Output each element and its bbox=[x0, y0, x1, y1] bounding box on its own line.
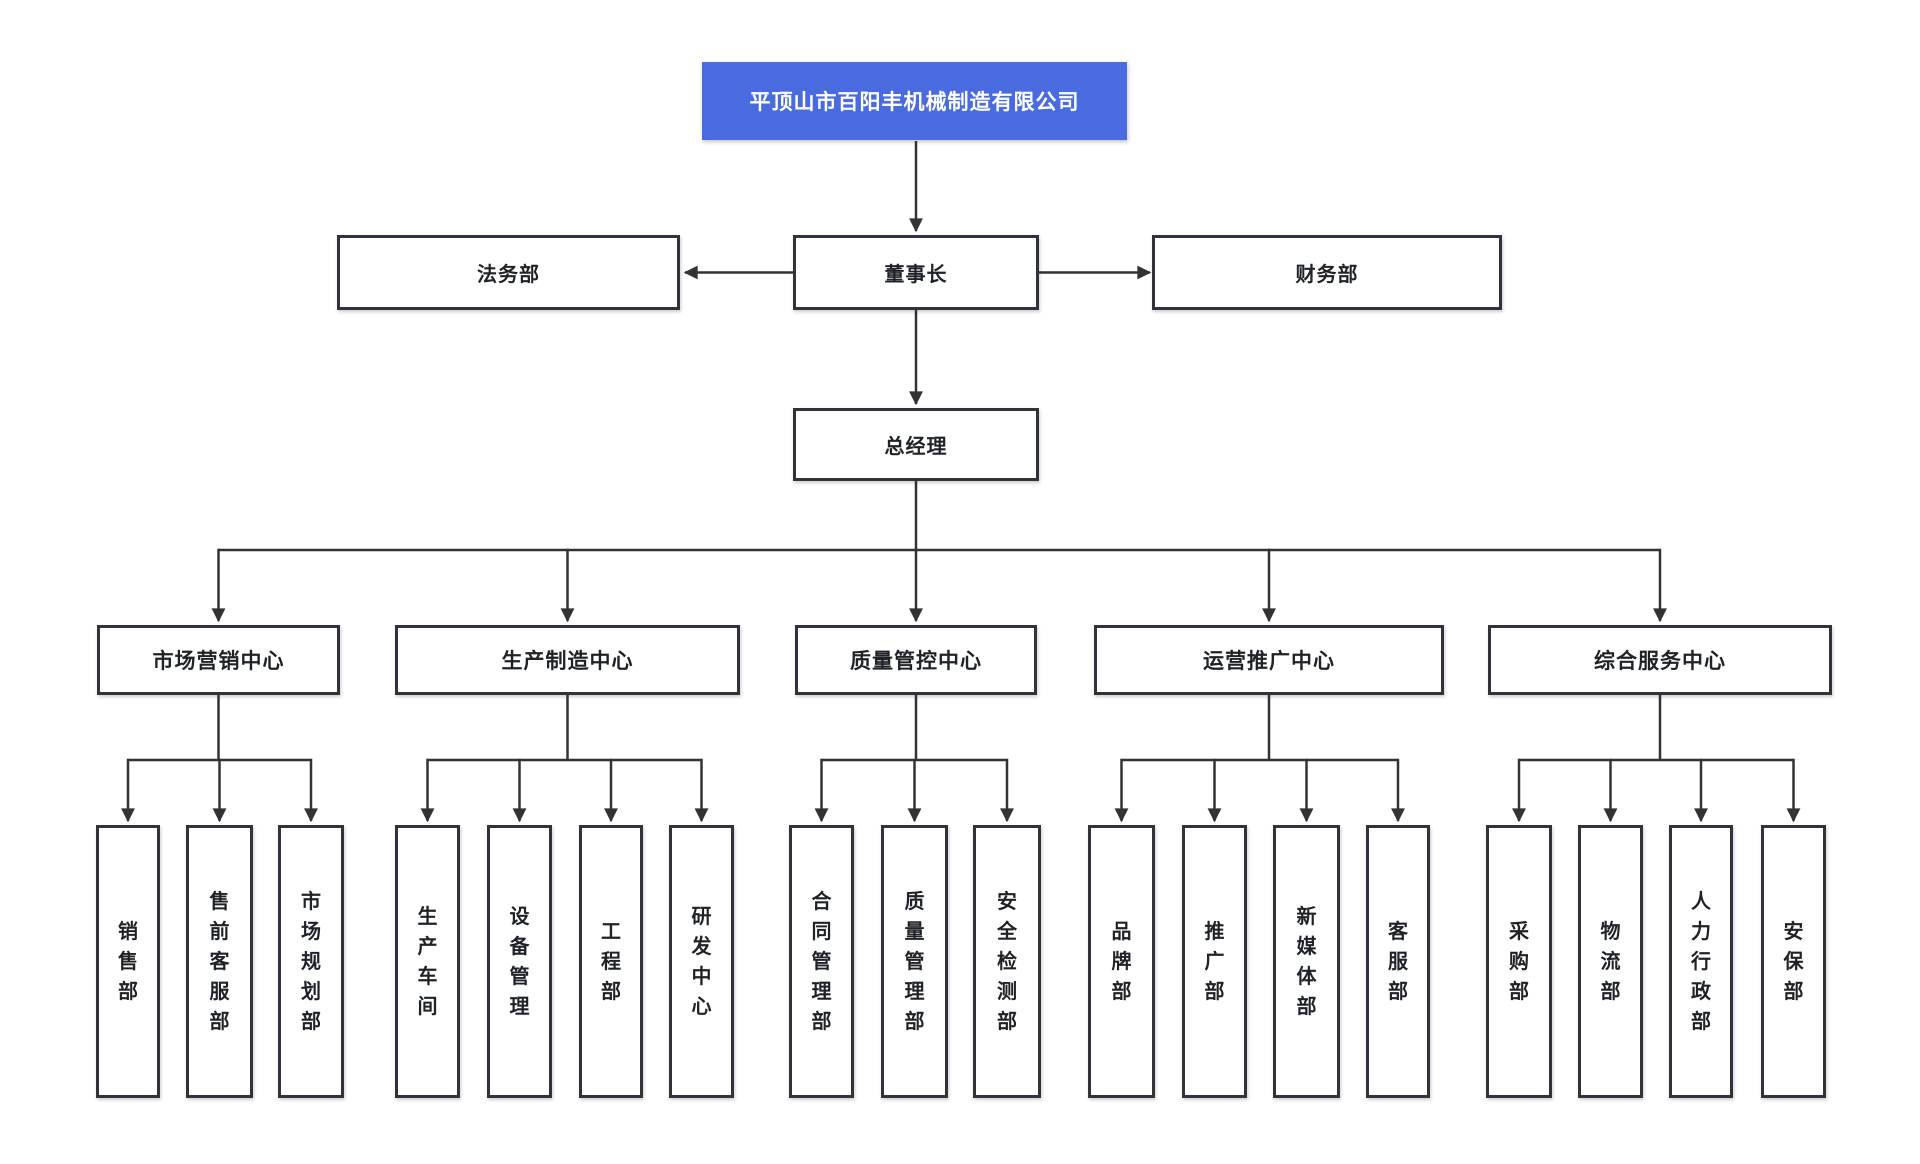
node-label: 研发中心 bbox=[691, 905, 712, 1018]
org-node-dept-new-media: 新媒体部 bbox=[1273, 825, 1340, 1098]
node-label: 采购部 bbox=[1509, 920, 1529, 1003]
node-label: 工程部 bbox=[601, 920, 621, 1003]
node-label: 生产制造中心 bbox=[501, 650, 634, 673]
edge-quality-children bbox=[814, 695, 1014, 823]
node-label: 董事长 bbox=[884, 264, 948, 286]
org-node-dept-customer-service: 客服部 bbox=[1366, 825, 1430, 1098]
org-node-general-manager: 总经理 bbox=[793, 408, 1039, 481]
org-node-center-marketing: 市场营销中心 bbox=[97, 625, 340, 695]
org-node-dept-safety-inspection: 安全检测部 bbox=[973, 825, 1041, 1098]
node-label: 运营推广中心 bbox=[1203, 650, 1335, 673]
org-node-center-quality: 质量管控中心 bbox=[795, 625, 1037, 695]
node-label: 市场规划部 bbox=[301, 890, 321, 1033]
org-node-dept-quality-management: 质量管理部 bbox=[881, 825, 948, 1098]
node-label: 安保部 bbox=[1783, 920, 1804, 1003]
node-label: 安全检测部 bbox=[997, 890, 1017, 1033]
node-label: 合同管理部 bbox=[811, 890, 832, 1033]
edge-services-children bbox=[1512, 695, 1801, 823]
node-label: 客服部 bbox=[1388, 920, 1408, 1003]
org-node-dept-brand: 品牌部 bbox=[1088, 825, 1155, 1098]
edge-gm-to-centers bbox=[211, 481, 1667, 623]
org-node-center-services: 综合服务中心 bbox=[1488, 625, 1832, 695]
edge-operations-children bbox=[1114, 695, 1405, 823]
node-label: 综合服务中心 bbox=[1594, 650, 1726, 673]
node-label: 市场营销中心 bbox=[152, 650, 285, 673]
org-node-legal-dept: 法务部 bbox=[337, 235, 680, 310]
org-node-dept-engineering: 工程部 bbox=[579, 825, 643, 1098]
org-node-dept-procurement: 采购部 bbox=[1486, 825, 1552, 1098]
org-node-dept-rnd-center: 研发中心 bbox=[669, 825, 734, 1098]
org-node-center-production: 生产制造中心 bbox=[395, 625, 740, 695]
node-label: 品牌部 bbox=[1111, 920, 1132, 1003]
node-label: 生产车间 bbox=[417, 905, 438, 1018]
node-label: 物流部 bbox=[1600, 920, 1621, 1003]
node-label: 总经理 bbox=[884, 436, 948, 458]
org-node-dept-production-workshop: 生产车间 bbox=[395, 825, 460, 1098]
org-node-dept-security: 安保部 bbox=[1761, 825, 1826, 1098]
org-node-finance-dept: 财务部 bbox=[1152, 235, 1502, 310]
node-label: 法务部 bbox=[477, 264, 540, 286]
node-label: 推广部 bbox=[1204, 920, 1225, 1003]
org-node-company-root: 平顶山市百阳丰机械制造有限公司 bbox=[702, 62, 1127, 140]
org-node-dept-equipment-management: 设备管理 bbox=[487, 825, 552, 1098]
node-label: 质量管控中心 bbox=[850, 650, 982, 673]
org-node-chairman: 董事长 bbox=[793, 235, 1039, 310]
node-label: 售前客服部 bbox=[209, 890, 230, 1033]
edge-marketing-children bbox=[121, 695, 318, 823]
node-label: 设备管理 bbox=[509, 905, 530, 1018]
edge-production-children bbox=[420, 695, 709, 823]
org-node-dept-presales-service: 售前客服部 bbox=[186, 825, 253, 1098]
node-label: 销售部 bbox=[118, 920, 138, 1003]
org-node-dept-sales: 销售部 bbox=[96, 825, 160, 1098]
org-node-center-operations: 运营推广中心 bbox=[1094, 625, 1444, 695]
org-node-dept-market-planning: 市场规划部 bbox=[278, 825, 344, 1098]
org-node-dept-promotion: 推广部 bbox=[1182, 825, 1247, 1098]
node-label: 质量管理部 bbox=[904, 890, 925, 1033]
node-label: 财务部 bbox=[1295, 264, 1359, 286]
org-node-dept-hr-admin: 人力行政部 bbox=[1669, 825, 1733, 1098]
node-label: 平顶山市百阳丰机械制造有限公司 bbox=[749, 91, 1080, 114]
node-label: 人力行政部 bbox=[1691, 890, 1711, 1033]
node-label: 新媒体部 bbox=[1296, 905, 1317, 1018]
org-node-dept-logistics: 物流部 bbox=[1578, 825, 1643, 1098]
org-node-dept-contract-management: 合同管理部 bbox=[789, 825, 854, 1098]
